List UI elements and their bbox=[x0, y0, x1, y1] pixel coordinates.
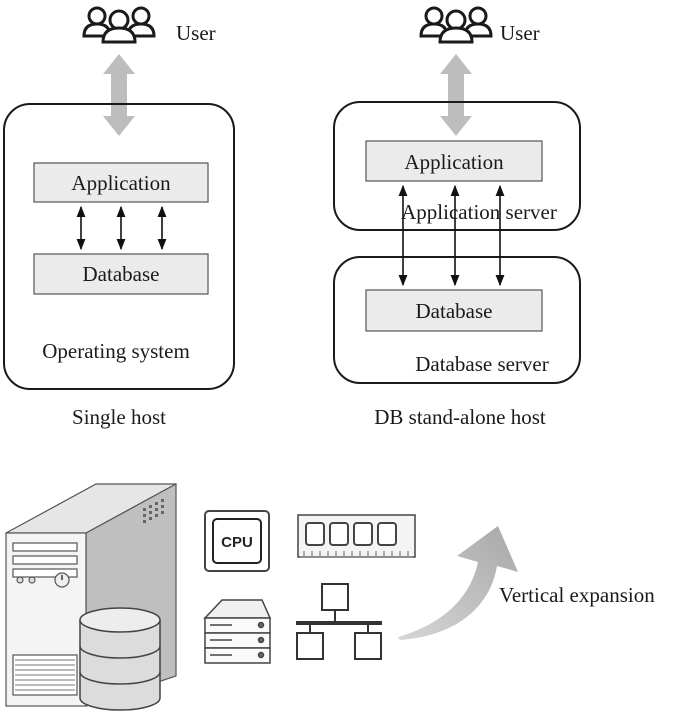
user-link-arrow-left bbox=[103, 54, 135, 136]
application-box-left bbox=[33, 162, 209, 203]
application-label-left: Application bbox=[71, 171, 171, 195]
user-label-right: User bbox=[500, 21, 540, 45]
single-host-caption: Single host bbox=[72, 405, 166, 429]
cpu-icon: CPU bbox=[204, 510, 270, 572]
db-standalone-diagram: User Application Application server Data… bbox=[333, 6, 581, 429]
application-server-label: Application server bbox=[401, 200, 557, 224]
database-box-left bbox=[33, 253, 209, 295]
database-icon bbox=[79, 607, 161, 711]
network-icon bbox=[296, 583, 382, 660]
vertical-expansion-label: Vertical expansion bbox=[499, 583, 655, 607]
database-label-left: Database bbox=[83, 262, 160, 286]
vertical-expansion-illustration: CPU bbox=[5, 482, 655, 711]
user-link-arrow-right bbox=[440, 54, 472, 136]
users-icon bbox=[419, 6, 493, 44]
cpu-label: CPU bbox=[221, 534, 253, 551]
operating-system-label: Operating system bbox=[42, 339, 190, 363]
db-standalone-caption: DB stand-alone host bbox=[374, 405, 546, 429]
application-label-right: Application bbox=[404, 150, 504, 174]
database-label-right: Database bbox=[416, 299, 493, 323]
application-box-right bbox=[365, 140, 543, 182]
user-label-left: User bbox=[176, 21, 216, 45]
memory-module-icon bbox=[297, 514, 416, 558]
users-icon bbox=[82, 6, 156, 44]
storage-disk-icon bbox=[203, 599, 272, 664]
database-box-right bbox=[365, 289, 543, 332]
vertical-expansion-arrow bbox=[398, 526, 518, 640]
database-server-label: Database server bbox=[415, 352, 549, 376]
operating-system-container bbox=[3, 103, 235, 390]
single-host-diagram: User Application Database Operating syst… bbox=[3, 6, 235, 429]
